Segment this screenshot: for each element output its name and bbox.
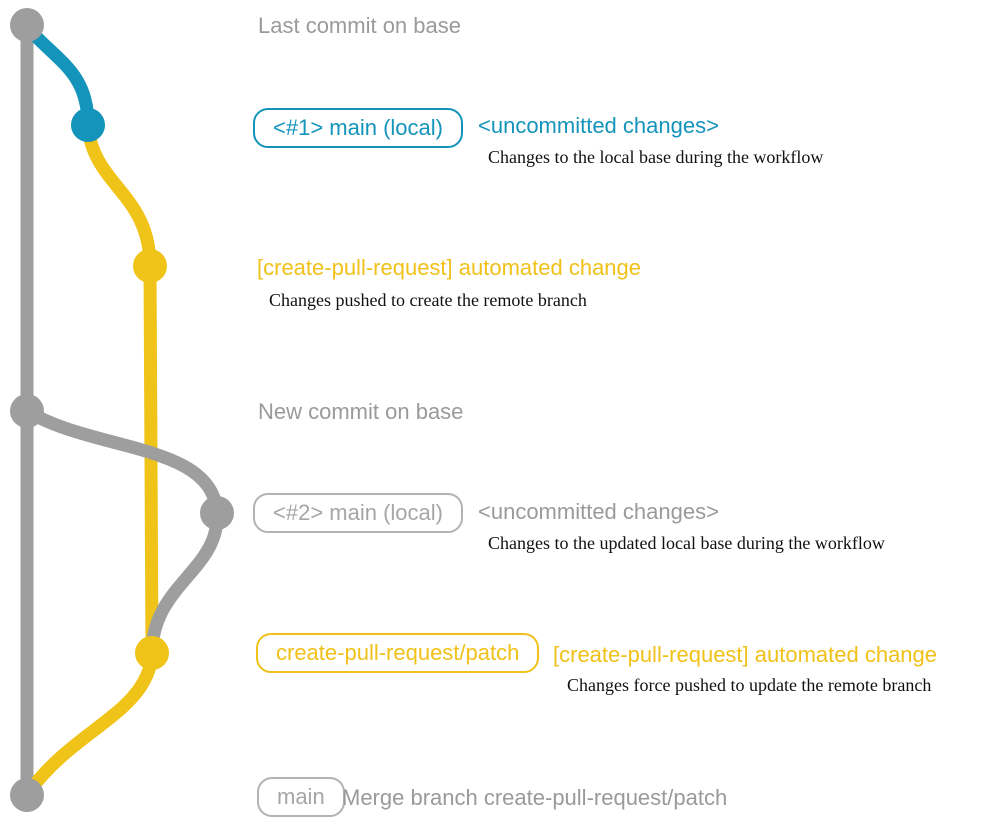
cpr2-title: [create-pull-request] automated change	[553, 642, 938, 667]
commit-cpr-2	[135, 636, 169, 670]
cpr2-description: Changes force pushed to update the remot…	[567, 675, 932, 695]
main1-title: <uncommitted changes>	[478, 113, 719, 138]
local-main-2-line	[23, 405, 224, 514]
main1-branch-badge: <#1> main (local)	[253, 108, 463, 148]
main2-title: <uncommitted changes>	[478, 499, 719, 524]
cpr-patch-branch-badge: create-pull-request/patch	[256, 633, 540, 673]
local-main-1-line	[22, 22, 95, 126]
cpr1-description: Changes pushed to create the remote bran…	[269, 290, 587, 310]
merge-commit-label: Merge branch create-pull-request/patch	[342, 785, 728, 810]
local-main-2-update-line	[145, 512, 224, 654]
commit-merge	[10, 778, 44, 812]
main2-branch-badge: <#2> main (local)	[253, 493, 463, 533]
commit-cpr-1	[133, 249, 167, 283]
commit-new-base	[10, 394, 44, 428]
cpr-branch-merge-line	[23, 652, 159, 796]
commit-last-base	[10, 8, 44, 42]
cpr-branch-spine-line	[143, 265, 159, 654]
main1-description: Changes to the local base during the wor…	[488, 147, 824, 167]
new-commit-label: New commit on base	[258, 399, 464, 424]
commit-local-main-2	[200, 496, 234, 530]
main2-description: Changes to the updated local base during…	[488, 533, 885, 553]
main-branch-badge: main	[257, 777, 345, 817]
cpr-branch-from-main1-line	[81, 124, 157, 267]
cpr1-title: [create-pull-request] automated change	[257, 255, 642, 280]
last-commit-label: Last commit on base	[258, 13, 461, 38]
commit-local-main-1	[71, 108, 105, 142]
